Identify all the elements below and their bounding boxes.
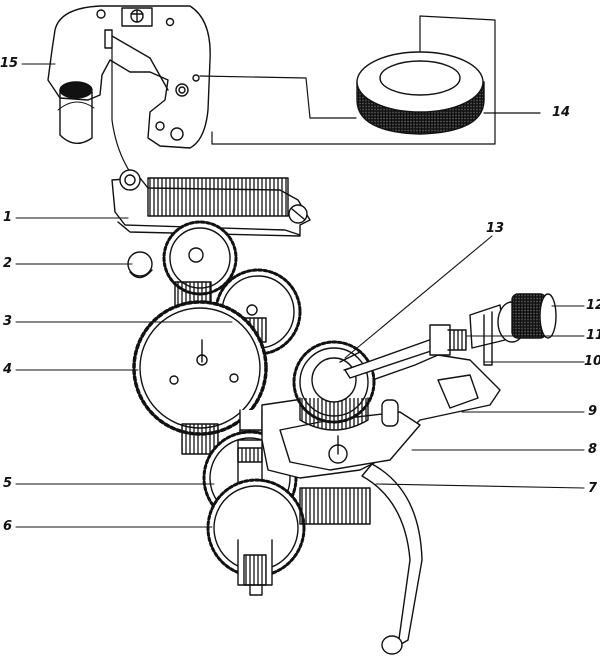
label-8: 8: [588, 442, 598, 457]
leader-lines: [15, 63, 585, 528]
crown-shaft: [344, 293, 557, 379]
label-4: 4: [3, 362, 13, 377]
label-2: 2: [3, 256, 13, 271]
label-11: 11: [586, 328, 600, 343]
circuit-plate-15: [47, 5, 211, 149]
label-7: 7: [588, 481, 598, 496]
label-14: 14: [552, 105, 571, 120]
wires: [111, 15, 541, 173]
coil-14: [356, 51, 485, 135]
ratchet-wheel-13: [292, 340, 376, 431]
label-15: 15: [0, 56, 19, 71]
label-10: 10: [584, 354, 600, 369]
label-12: 12: [586, 298, 600, 313]
label-5: 5: [3, 476, 13, 491]
bracket-1: [111, 169, 311, 237]
label-9: 9: [588, 404, 598, 419]
label-6: 6: [3, 519, 13, 534]
label-1: 1: [3, 210, 13, 225]
label-13: 13: [486, 221, 505, 236]
label-3: 3: [3, 314, 13, 329]
